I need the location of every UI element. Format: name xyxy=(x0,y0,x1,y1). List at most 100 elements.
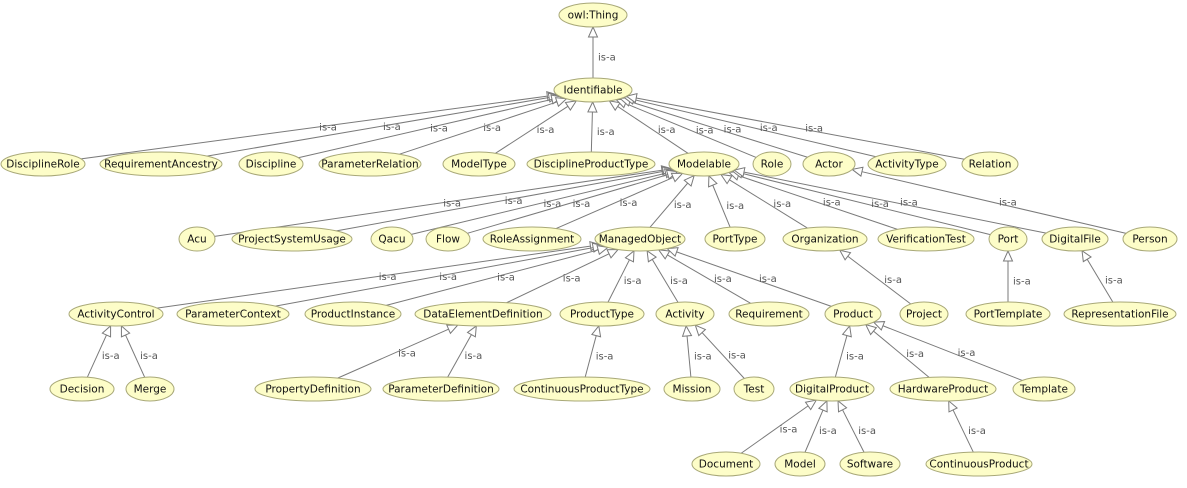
class-node-identifiable[interactable]: Identifiable xyxy=(553,77,633,103)
class-node-parameter-relation[interactable]: ParameterRelation xyxy=(318,151,422,177)
class-node-discipline-role[interactable]: DisciplineRole xyxy=(0,151,86,177)
class-node-label: Role xyxy=(761,159,784,171)
class-node-digital-file[interactable]: DigitalFile xyxy=(1041,226,1109,252)
class-node-project[interactable]: Project xyxy=(899,301,949,327)
class-node-label: ParameterContext xyxy=(185,309,281,321)
class-node-role-assignment[interactable]: RoleAssignment xyxy=(482,226,582,252)
subclass-edge-discipline_product_type-to-identifiable: is-a xyxy=(587,100,615,153)
class-node-activity-type[interactable]: ActivityType xyxy=(867,151,947,177)
class-node-relation[interactable]: Relation xyxy=(961,151,1019,177)
hollow-arrowhead-icon xyxy=(948,399,959,413)
class-node-discipline-product-type[interactable]: DisciplineProductType xyxy=(526,151,656,177)
class-node-managed-object[interactable]: ManagedObject xyxy=(594,226,686,252)
class-node-label: RoleAssignment xyxy=(490,234,574,246)
class-node-port-template[interactable]: PortTemplate xyxy=(965,301,1051,327)
hollow-arrowhead-icon xyxy=(666,247,679,258)
class-node-software[interactable]: Software xyxy=(839,451,901,477)
class-node-label: DisciplineRole xyxy=(6,159,79,171)
class-node-requirement-ancestry[interactable]: RequirementAncestry xyxy=(99,151,223,177)
class-node-label: PortTemplate xyxy=(974,309,1043,321)
class-node-label: Project xyxy=(906,309,942,321)
class-node-label: Port xyxy=(998,234,1019,246)
class-node-document[interactable]: Document xyxy=(691,451,761,477)
subclass-edge-role_assignment-to-modelable: is-a xyxy=(555,172,684,229)
class-node-verification-test[interactable]: VerificationTest xyxy=(877,226,975,252)
class-node-modelable[interactable]: Modelable xyxy=(668,151,740,177)
class-node-organization[interactable]: Organization xyxy=(782,226,868,252)
class-node-actor[interactable]: Actor xyxy=(802,151,856,177)
class-node-shape xyxy=(663,376,721,402)
subclass-edge-digital_file-to-modelable: is-a xyxy=(732,167,1047,234)
edge-line xyxy=(206,97,550,157)
class-node-shape xyxy=(668,151,740,177)
class-node-discipline[interactable]: Discipline xyxy=(238,151,304,177)
class-node-shape xyxy=(304,301,402,327)
edge-label: is-a xyxy=(728,351,746,362)
class-node-merge[interactable]: Merge xyxy=(125,376,175,402)
hollow-arrowhead-icon xyxy=(657,249,671,260)
class-node-shape xyxy=(1122,226,1178,252)
class-node-acu[interactable]: Acu xyxy=(178,226,216,252)
edge-label: is-a xyxy=(823,197,841,208)
class-node-test[interactable]: Test xyxy=(733,376,775,402)
class-node-label: ModelType xyxy=(451,159,507,171)
class-node-representation-file[interactable]: RepresentationFile xyxy=(1063,301,1177,327)
class-node-product-type[interactable]: ProductType xyxy=(559,301,645,327)
edge-line xyxy=(336,170,664,232)
edge-line xyxy=(629,101,808,158)
edge-label: is-a xyxy=(430,124,448,135)
class-node-qacu[interactable]: Qacu xyxy=(370,226,414,252)
class-node-label: DisciplineProductType xyxy=(534,159,649,171)
class-node-shape xyxy=(691,451,761,477)
edge-line xyxy=(156,245,591,309)
class-node-continuous-product-type[interactable]: ContinuousProductType xyxy=(513,376,651,402)
class-node-model-type[interactable]: ModelType xyxy=(442,151,516,177)
class-node-shape xyxy=(318,151,422,177)
class-node-person[interactable]: Person xyxy=(1122,226,1178,252)
class-node-continuous-product[interactable]: ContinuousProduct xyxy=(925,451,1033,477)
edge-line xyxy=(676,251,832,307)
class-node-shape xyxy=(558,2,628,28)
class-node-template[interactable]: Template xyxy=(1012,376,1076,402)
class-node-parameter-definition[interactable]: ParameterDefinition xyxy=(382,376,500,402)
class-node-product[interactable]: Product xyxy=(824,301,882,327)
subclass-edge-relation-to-identifiable: is-a xyxy=(625,92,965,160)
class-node-label: Requirement xyxy=(735,309,803,321)
edge-label: is-a xyxy=(443,198,461,209)
class-node-label: ManagedObject xyxy=(599,234,682,246)
class-node-role[interactable]: Role xyxy=(752,151,792,177)
edge-label: is-a xyxy=(383,122,401,133)
class-node-activity-control[interactable]: ActivityControl xyxy=(68,301,164,327)
class-node-owl-thing[interactable]: owl:Thing xyxy=(558,2,628,28)
subclass-edge-acu-to-modelable: is-a xyxy=(214,165,674,237)
class-node-hardware-product[interactable]: HardwareProduct xyxy=(889,376,997,402)
class-node-activity[interactable]: Activity xyxy=(655,301,715,327)
subclass-edge-data_element_definition-to-managed_object: is-a xyxy=(506,248,620,304)
class-node-project-system-usage[interactable]: ProjectSystemUsage xyxy=(231,226,353,252)
class-node-property-definition[interactable]: PropertyDefinition xyxy=(254,376,372,402)
class-node-digital-product[interactable]: DigitalProduct xyxy=(789,376,875,402)
hollow-arrowhead-icon xyxy=(120,324,131,338)
class-node-port[interactable]: Port xyxy=(988,226,1028,252)
edge-label: is-a xyxy=(102,351,120,362)
class-node-label: VerificationTest xyxy=(886,234,966,246)
class-node-label: ActivityType xyxy=(875,159,938,171)
class-node-requirement[interactable]: Requirement xyxy=(728,301,810,327)
subclass-edge-parameter_relation-to-identifiable: is-a xyxy=(399,97,568,155)
class-node-data-element-definition[interactable]: DataElementDefinition xyxy=(414,301,552,327)
edge-line xyxy=(686,335,692,378)
edge-line xyxy=(738,175,898,230)
class-node-model[interactable]: Model xyxy=(774,451,826,477)
class-node-shape xyxy=(889,376,997,402)
class-node-shape xyxy=(877,226,975,252)
class-node-parameter-context[interactable]: ParameterContext xyxy=(176,301,290,327)
hollow-arrowhead-icon xyxy=(732,167,746,178)
subclass-edge-hardware_product-to-product: is-a xyxy=(864,323,930,378)
class-node-port-type[interactable]: PortType xyxy=(704,226,766,252)
hollow-arrowhead-icon xyxy=(864,323,878,336)
class-node-product-instance[interactable]: ProductInstance xyxy=(304,301,402,327)
class-node-decision[interactable]: Decision xyxy=(49,376,115,402)
class-node-mission[interactable]: Mission xyxy=(663,376,721,402)
class-node-flow[interactable]: Flow xyxy=(425,226,471,252)
